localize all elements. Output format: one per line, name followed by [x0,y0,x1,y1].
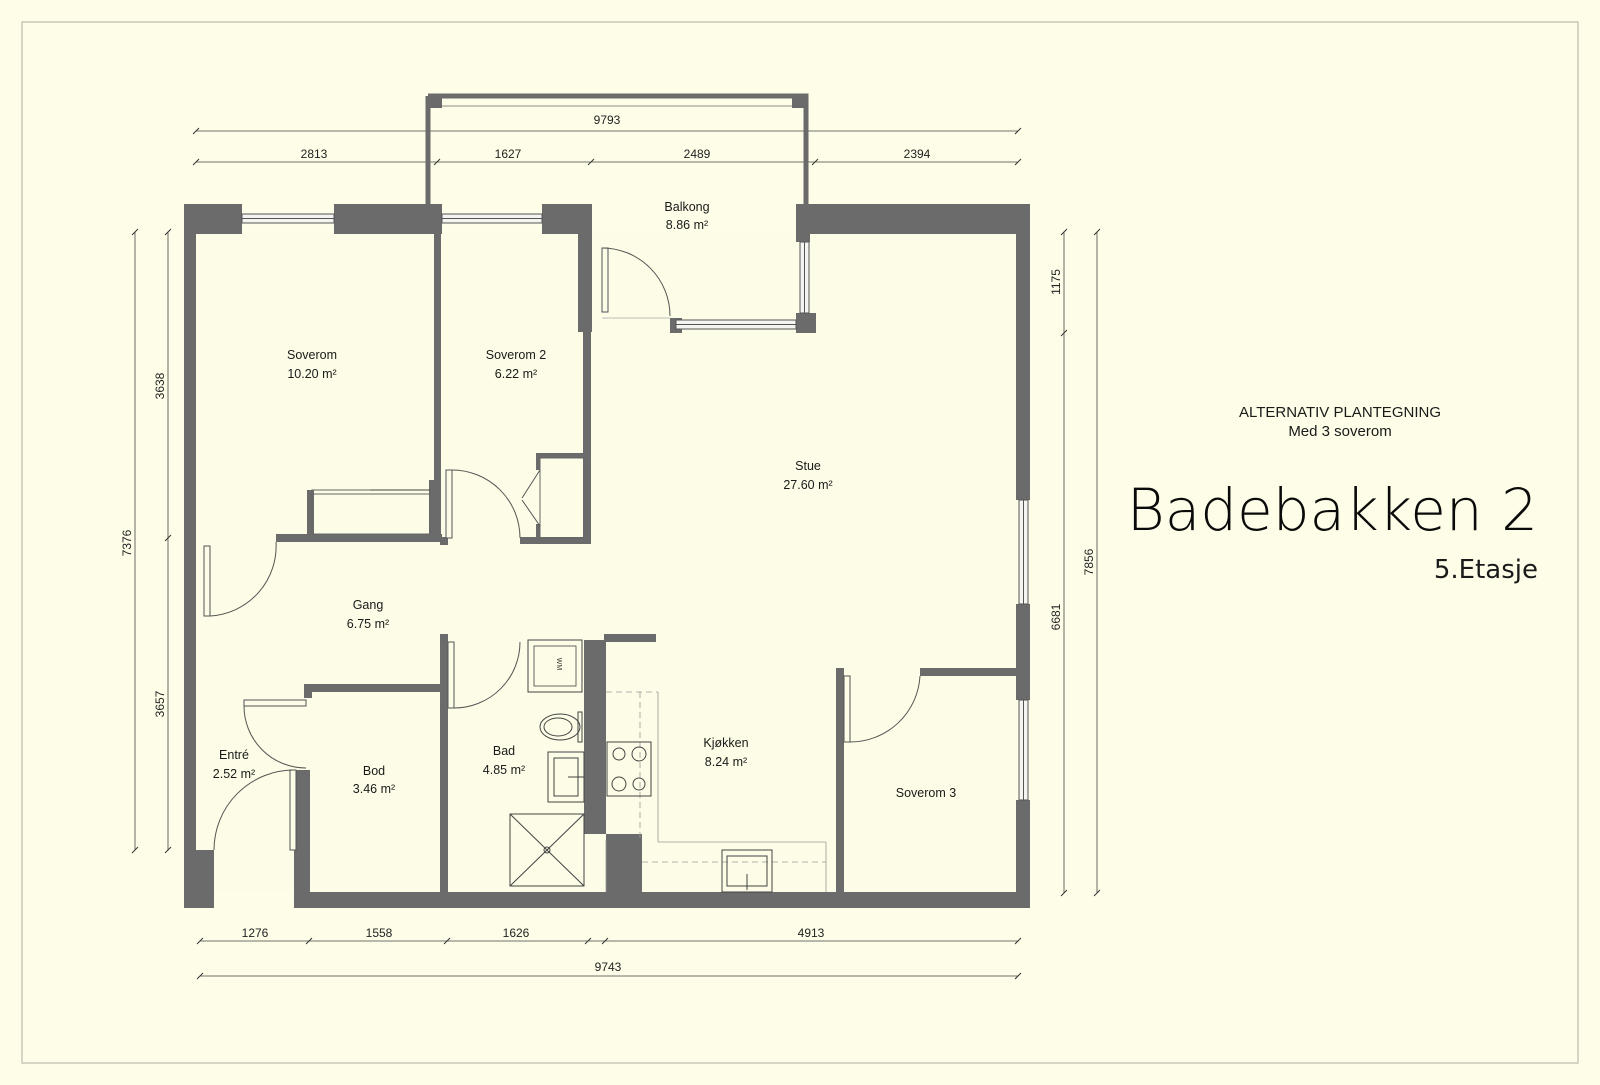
balcony-rail [425,93,809,204]
dimension-ticks [131,127,1101,980]
washer-icon: WM [527,639,583,693]
room-soverom-name: Soverom [287,348,337,362]
toilet-icon [539,711,583,743]
dim-right-lower: 6681 [1049,603,1063,630]
stove-icon [606,741,652,797]
dim-bottom-2: 1558 [366,926,393,940]
room-balkong-name: Balkong [664,200,709,214]
doors [203,469,921,851]
room-balkong-area: 8.86 m² [666,218,708,232]
bathroom-sink-icon [547,751,585,803]
room-soverom-area: 10.20 m² [287,367,336,381]
dim-bottom-3: 1626 [503,926,530,940]
washer-label: WM [555,658,562,671]
room-stue-area: 27.60 m² [783,478,832,492]
dim-left-lower: 3657 [153,690,167,717]
dim-top-1: 2813 [301,147,328,161]
dim-left-upper: 3638 [153,372,167,399]
interior-walls [276,234,1016,892]
room-entre-name: Entré [219,748,249,762]
dim-top-total: 9793 [594,113,621,127]
exterior-walls [184,204,1030,908]
balcony-door [601,247,671,319]
room-bad-area: 4.85 m² [483,763,525,777]
page-title: Badebakken 2 [1126,476,1538,544]
room-bad-name: Bad [493,744,515,758]
dim-top-4: 2394 [904,147,931,161]
floor-label: 5.Etasje [1433,555,1538,585]
shower-icon [509,813,585,887]
room-gang-area: 6.75 m² [347,617,389,631]
room-bod-name: Bod [363,764,385,778]
dim-top-2: 1627 [495,147,522,161]
room-bod-area: 3.46 m² [353,782,395,796]
room-kjokken-area: 8.24 m² [705,755,747,769]
dim-right-upper: 1175 [1049,269,1063,295]
dim-bottom-total: 9743 [595,960,622,974]
closets [311,457,585,539]
dim-top-3: 2489 [684,147,711,161]
page-frame [21,21,1579,1064]
room-kjokken-name: Kjøkken [703,736,748,750]
dim-bottom-1: 1276 [242,926,269,940]
room-soverom2-name: Soverom 2 [486,348,546,362]
kitchen-sink-icon [721,849,773,893]
kitchen-counters [605,691,827,892]
windows [241,213,1029,801]
room-stue-name: Stue [795,459,821,473]
room-entre-area: 2.52 m² [213,767,255,781]
room-gang-name: Gang [353,598,384,612]
floor-area [195,232,1016,892]
dim-bottom-4: 4913 [798,926,825,940]
dimension-lines [134,130,1098,977]
plan-subtitle-line1: ALTERNATIV PLANTEGNING [1239,404,1441,421]
room-soverom2-area: 6.22 m² [495,367,537,381]
dim-right-total: 7856 [1082,548,1096,575]
dim-left-total: 7376 [120,529,134,556]
room-soverom3-name: Soverom 3 [896,786,956,800]
plan-subtitle-line2: Med 3 soverom [1288,423,1392,440]
